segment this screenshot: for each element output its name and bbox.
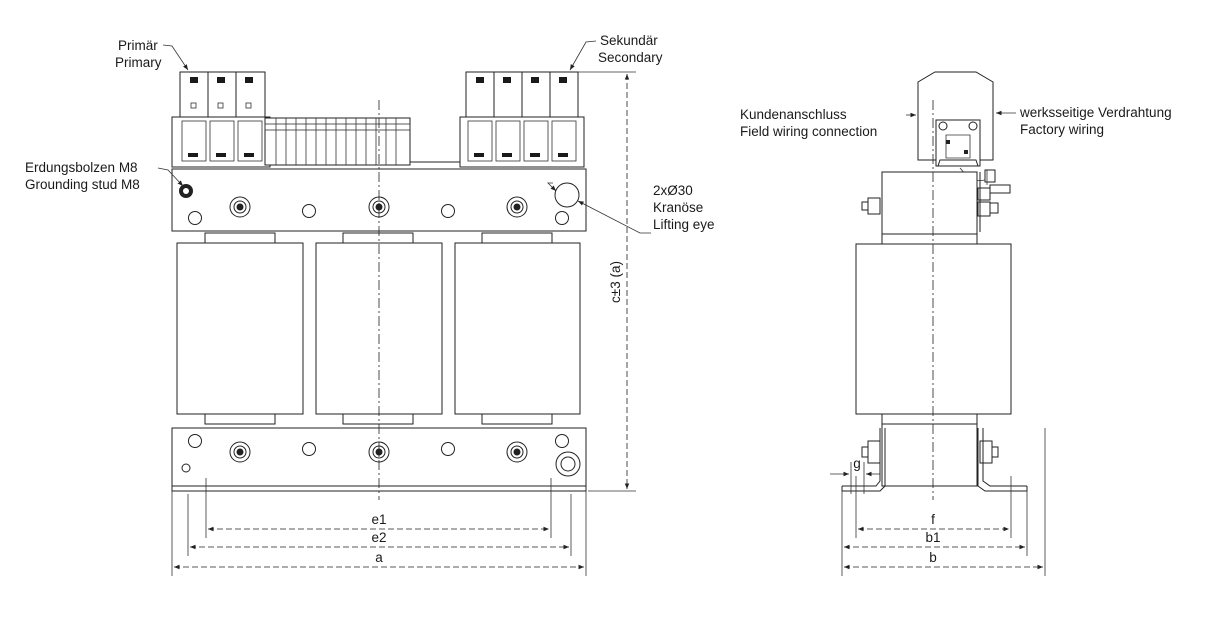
label-lifting-count: 2xØ30 [653, 183, 693, 198]
label-secondary-de: Sekundär [600, 33, 658, 48]
dim-g-label: g [853, 456, 861, 471]
terminal-strip [264, 117, 465, 166]
side-view: g f b1 b Kundenanschluss Field wiring co… [740, 71, 1172, 576]
label-secondary-en: Secondary [598, 50, 663, 65]
dim-f-label: f [931, 512, 935, 527]
primary-terminal-group [171, 71, 271, 168]
label-primary-de: Primär [118, 38, 158, 53]
secondary-terminal-group [459, 71, 585, 168]
coil-3 [454, 242, 581, 415]
label-factory-de: werksseitige Verdrahtung [1019, 105, 1172, 120]
label-grounding-en: Grounding stud M8 [25, 177, 140, 192]
side-coil [855, 243, 1012, 415]
label-factory-en: Factory wiring [1020, 122, 1104, 137]
dim-e2-label: e2 [371, 530, 386, 545]
lifting-eye-upper [554, 182, 580, 208]
label-customer-en: Field wiring connection [740, 124, 877, 139]
label-grounding-de: Erdungsbolzen M8 [25, 160, 138, 175]
front-view: c±3 (a) e1 e2 a Primär Primary Sekundär … [25, 33, 715, 576]
dim-b-label: b [929, 550, 937, 565]
dim-b1-label: b1 [925, 530, 940, 545]
side-terminal [935, 119, 981, 167]
label-lifting-en: Lifting eye [653, 217, 715, 232]
label-customer-de: Kundenanschluss [740, 107, 847, 122]
dim-a-label: a [375, 550, 383, 565]
lifting-eye-lower [555, 451, 581, 477]
label-lifting-de: Kranöse [653, 200, 703, 215]
height-dimension-label: c±3 (a) [608, 261, 623, 303]
dim-e1-label: e1 [371, 512, 386, 527]
coil-1 [176, 242, 304, 415]
label-primary-en: Primary [115, 55, 162, 70]
